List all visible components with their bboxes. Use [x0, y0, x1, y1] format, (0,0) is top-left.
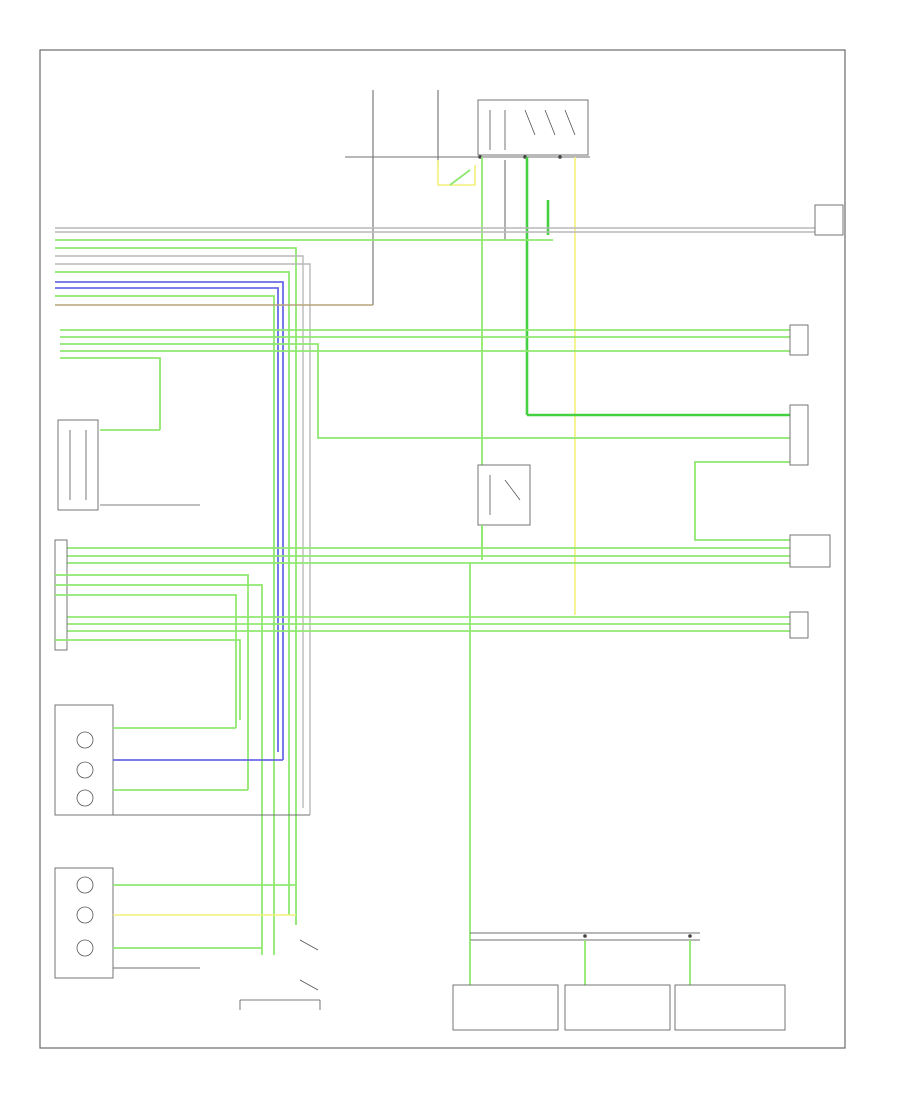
left-front-door-switch	[54, 704, 114, 816]
left-components	[54, 419, 321, 1010]
middle-harness	[55, 324, 831, 639]
bottom-distribution	[452, 932, 786, 1031]
bottom-box-2	[564, 984, 671, 1031]
diagram-frame	[39, 49, 846, 1049]
connector-right-3	[789, 534, 831, 568]
relay-top-box	[477, 99, 589, 156]
bottom-box-1	[452, 984, 559, 1031]
bottom-box-3	[674, 984, 786, 1031]
interior-light-switch	[57, 419, 99, 511]
connector-right-4	[789, 611, 809, 639]
connector-top-right	[814, 204, 844, 236]
center-relay	[469, 464, 531, 940]
connector-right-1	[789, 324, 809, 356]
connector-right-2	[789, 404, 809, 466]
top-power-area	[345, 90, 590, 615]
door-lock-control-relay	[477, 464, 531, 526]
top-harness	[55, 204, 844, 955]
